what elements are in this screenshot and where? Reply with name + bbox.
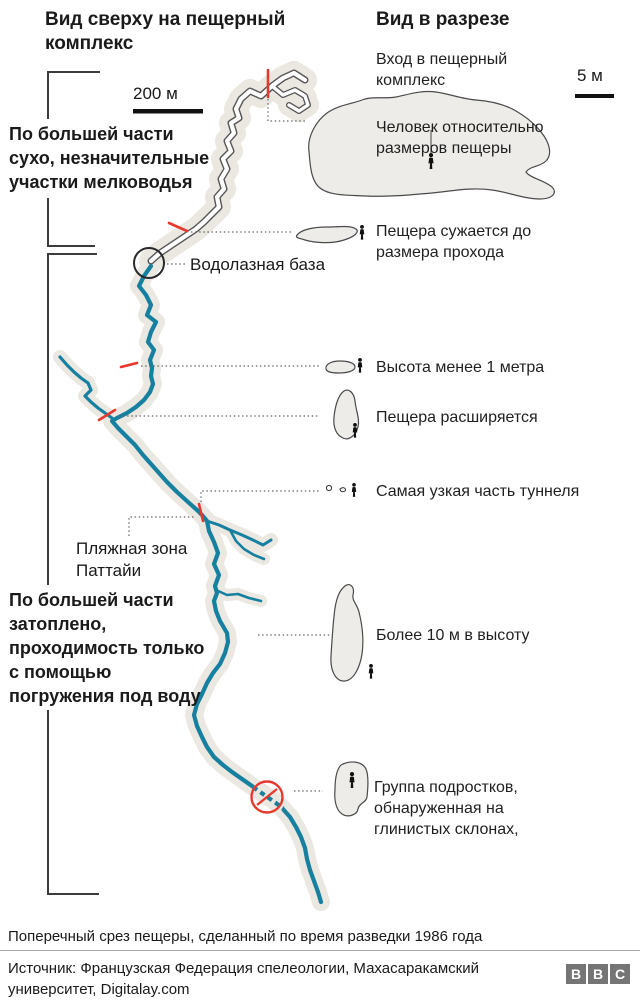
label-narrowest-tunnel: Самая узкая часть туннеля [376, 483, 580, 500]
bbc-logo-letter: B [566, 964, 586, 984]
low-height-tick [119, 361, 139, 369]
bracket-flooded-top [47, 253, 97, 255]
bracket-dry-top [47, 71, 100, 73]
cross-section-shapes [295, 90, 555, 817]
label-entrance: Вход в пещерный комплекс [376, 51, 508, 89]
source-text: Источник: Французская Федерация спелеоло… [8, 960, 479, 998]
bracket-dry-bottom [47, 245, 95, 247]
footnote: Поперечный срез пещеры, сделанный по вре… [8, 928, 483, 945]
tall-chamber-shape [330, 584, 364, 682]
group-found-shape [334, 761, 369, 817]
narrowest-shape-2 [339, 487, 347, 493]
cave-halo [53, 61, 330, 911]
bbc-logo-letter: B [588, 964, 608, 984]
bbc-logo-letter: C [610, 964, 630, 984]
label-tall-section: Более 10 м в высоту [376, 627, 530, 644]
cave-path-dry [147, 69, 311, 265]
widening-shape [333, 389, 360, 440]
map-scale-label: 200 м [133, 84, 178, 103]
map-scale-bar [133, 109, 203, 114]
bracket-dry-line [47, 71, 49, 119]
label-cave-widens: Пещера расширяется [376, 409, 538, 426]
title-top-view: Вид сверху на пещерный комплекс [45, 9, 286, 54]
bracket-flooded-line [47, 253, 49, 585]
label-cave-narrows: Пещера сужается до размера прохода [376, 223, 532, 261]
section-scale-bar [575, 94, 614, 98]
found-site-marker [250, 780, 286, 814]
widens-tick [97, 408, 117, 422]
entrance-chamber-shape [308, 90, 555, 200]
low-passage-shape [325, 360, 356, 374]
title-section-view: Вид в разрезе [376, 9, 510, 30]
section-scale-label: 5 м [577, 66, 603, 85]
label-diving-base: Водолазная база [190, 255, 326, 274]
narrows-shape [295, 225, 358, 244]
person-icons [349, 130, 434, 789]
red-tick-marks [97, 68, 270, 523]
bbc-logo: B B C [566, 964, 630, 984]
divider-line [0, 950, 640, 951]
bracket-flooded-bottom [47, 893, 99, 895]
person-icon [351, 483, 357, 497]
label-low-height: Высота менее 1 метра [376, 359, 545, 376]
person-icon [357, 358, 363, 373]
junction-tick [197, 502, 205, 523]
annotation-dry: По большей части сухо, незначительные уч… [9, 124, 210, 192]
label-person-scale: Человек относительно размеров пещеры [376, 119, 544, 157]
narrows-tick [167, 221, 189, 233]
person-icon [368, 664, 374, 679]
narrowest-shape-1 [325, 484, 333, 492]
diving-base-circle [133, 247, 165, 279]
leader-lines [119, 99, 332, 792]
label-group-found: Группа подростков, обнаруженная на глини… [374, 779, 519, 838]
person-icon [359, 225, 365, 240]
bracket-flooded-line [47, 710, 49, 895]
bracket-dry-line [47, 198, 49, 247]
annotation-flooded: По большей части затоплено, проходимость… [9, 590, 205, 706]
label-pattaya-beach: Пляжная зона Паттайи [76, 539, 188, 580]
